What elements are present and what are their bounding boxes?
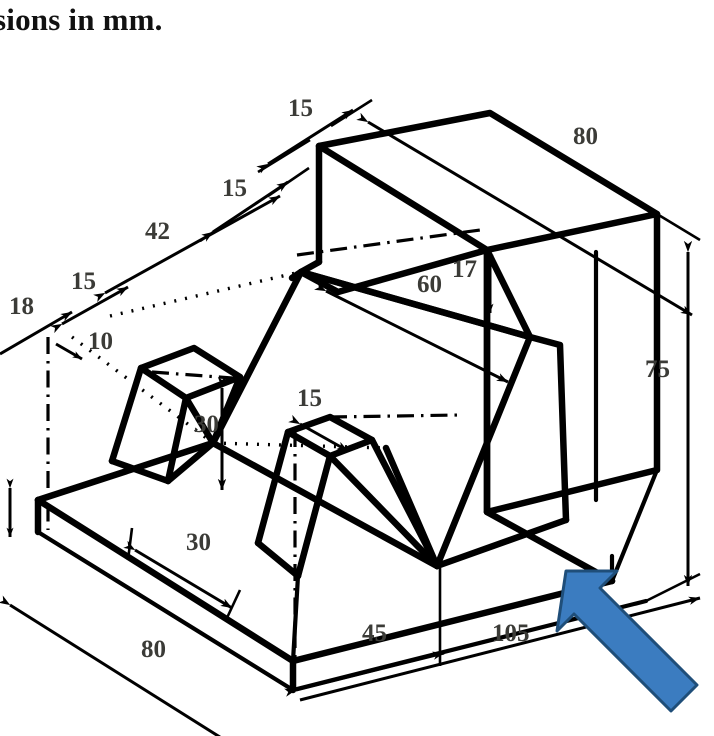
dim-label: 60: [417, 271, 442, 298]
dim-label: 45: [362, 620, 387, 647]
dim-label: 80: [573, 123, 598, 150]
dim-label: 15: [288, 95, 313, 122]
dim-label: 80: [141, 636, 166, 663]
dim-label: 105: [492, 620, 530, 647]
dim-label: 17: [452, 256, 477, 283]
dimension-lines: [0, 98, 701, 736]
dim-label: 30: [194, 411, 219, 438]
blue-callout-arrow[interactable]: [555, 569, 699, 713]
units-caption: sions in mm.: [0, 2, 163, 37]
hidden-lines: [70, 270, 387, 450]
dim-label: 30: [186, 529, 211, 556]
rib-center: [254, 413, 441, 664]
rib-left: [108, 344, 244, 485]
dim-label: 75: [645, 356, 670, 383]
dim-label: 18: [9, 293, 34, 320]
dim-label: 15: [297, 385, 322, 412]
dim-label: 15: [222, 175, 247, 202]
dim-label: 10: [88, 328, 113, 355]
dim-label: 15: [71, 268, 96, 295]
dimension-labels: 15 80 15 42 15 18 10 60 17 75 30 15 30 8…: [9, 95, 670, 663]
dim-label: 42: [145, 218, 170, 245]
